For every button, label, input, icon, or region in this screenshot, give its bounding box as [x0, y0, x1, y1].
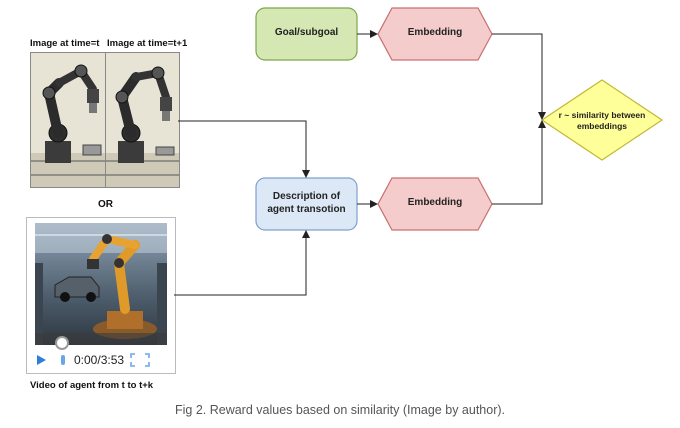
or-label: OR	[98, 199, 113, 210]
arrow-video-to-description	[174, 230, 310, 296]
embedding-bottom-label: Embedding	[407, 197, 463, 208]
video-time: 0:00/3:53	[74, 353, 125, 367]
robot-arm-image-t	[31, 53, 106, 187]
play-icon[interactable]	[35, 354, 47, 366]
scrubber-knob[interactable]	[55, 336, 69, 350]
embedding-top-label: Embedding	[407, 27, 463, 38]
figure-caption: Fig 2. Reward values based on similarity…	[174, 403, 505, 417]
similarity-node	[540, 79, 664, 161]
similarity-label-line2: embeddings	[576, 121, 628, 131]
video-frame[interactable]	[35, 223, 167, 345]
embedding-bottom-node	[377, 177, 493, 231]
fullscreen-icon[interactable]	[130, 353, 150, 367]
description-label-line1: Description of	[272, 191, 341, 202]
similarity-label-line1: r ~ similarity between	[558, 110, 646, 120]
image-frame-t	[30, 52, 107, 188]
goal-label: Goal/subgoal	[274, 27, 339, 38]
image-frame-t1	[105, 52, 180, 188]
embedding-top-node	[377, 7, 493, 61]
video-caption: Video of agent from t to t+k	[30, 380, 154, 391]
description-label: Description of agent transotion	[256, 190, 357, 216]
robot-arm-image-t1	[106, 53, 179, 187]
image-t1-label: Image at time=t+1	[107, 38, 188, 49]
arrow-top-embedding-to-similarity	[492, 33, 546, 120]
similarity-label: r ~ similarity between embeddings	[542, 110, 662, 132]
arrow-images-to-description	[178, 120, 310, 178]
video-controls: 0:00/3:53	[33, 351, 171, 369]
image-t-label: Image at time=t	[30, 38, 100, 49]
video-player[interactable]: 0:00/3:53	[26, 217, 176, 374]
volume-icon[interactable]	[59, 353, 67, 367]
description-label-line2: agent transotion	[267, 204, 346, 215]
arrow-bottom-embedding-to-similarity	[492, 120, 546, 205]
robot-factory-video-image	[35, 223, 167, 345]
